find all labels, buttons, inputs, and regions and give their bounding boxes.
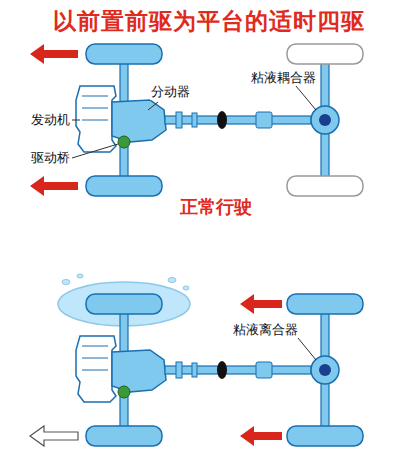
part-label: 分动器 xyxy=(150,84,191,100)
water-splash xyxy=(168,278,176,283)
leader-line xyxy=(72,144,118,158)
drive-arrow xyxy=(30,44,78,64)
drive-arrow xyxy=(30,176,78,196)
part-label: 粘液离合器 xyxy=(232,322,299,338)
idle-arrow xyxy=(30,426,78,446)
water-splash xyxy=(62,280,70,285)
rear-wheel xyxy=(287,294,363,314)
drive-arrow xyxy=(240,426,282,446)
rear-wheel xyxy=(287,44,363,64)
chassis xyxy=(76,294,339,446)
leader-line xyxy=(298,338,316,360)
state-label: 正常行驶 xyxy=(180,196,252,218)
rear-wheel xyxy=(287,426,363,446)
chassis xyxy=(76,44,339,196)
leader-line xyxy=(148,102,158,110)
drive-arrow xyxy=(240,294,282,314)
diagram-title: 以前置前驱为平台的适时四驱 xyxy=(0,8,418,36)
water-splash xyxy=(183,286,189,290)
part-label: 驱动桥 xyxy=(30,150,71,166)
leader-line xyxy=(296,86,316,110)
water-splash xyxy=(77,274,83,278)
part-label: 粘液耦合器 xyxy=(250,70,317,86)
rear-wheel xyxy=(287,176,363,196)
leader-line xyxy=(72,120,80,121)
part-label: 发动机 xyxy=(30,112,71,128)
